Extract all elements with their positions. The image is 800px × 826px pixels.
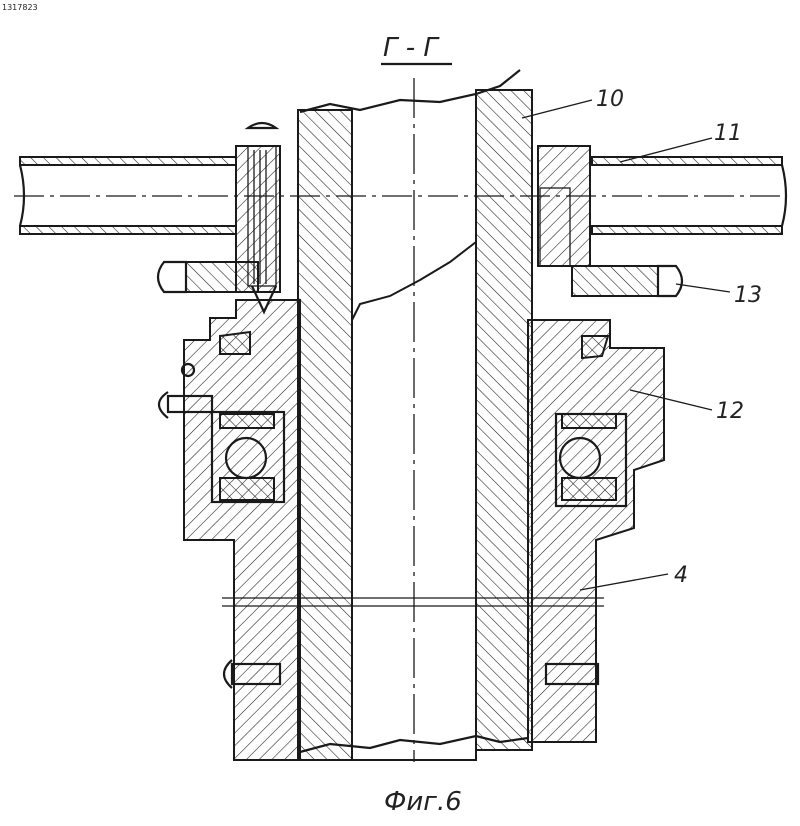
inner-tube-wall-left	[298, 110, 352, 760]
part-label-12: 12	[716, 399, 744, 424]
part-label-4: 4	[674, 563, 688, 588]
part-label-10: 10	[596, 87, 624, 112]
right-housing	[528, 320, 664, 742]
part-label-13: 13	[734, 283, 762, 308]
lever-right	[572, 266, 682, 296]
figure-caption: Фиг.6	[384, 787, 462, 817]
section-title: Г - Г	[383, 33, 440, 63]
leader-13	[676, 284, 730, 292]
document-number: 1317823	[2, 3, 38, 12]
left-housing	[184, 300, 300, 760]
seal-left	[220, 332, 250, 354]
inner-tube-wall-right	[476, 90, 532, 750]
part-label-11: 11	[714, 121, 742, 146]
lever-left	[158, 262, 258, 292]
right-clamp	[538, 146, 590, 266]
